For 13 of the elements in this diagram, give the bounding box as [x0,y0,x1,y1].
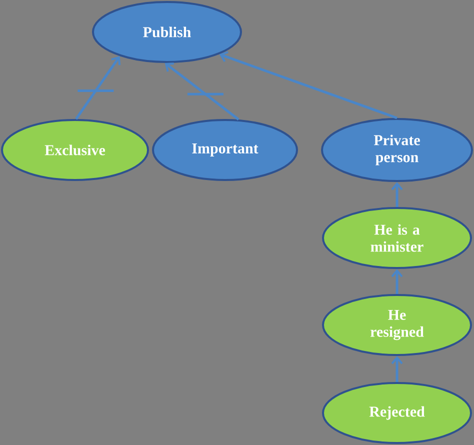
ellipse-node: Rejected [322,382,472,444]
ellipse-node: He is a minister [322,207,472,269]
ellipse-node: Important [152,119,298,181]
arrow [219,51,398,120]
arrow [391,182,403,207]
arrow [391,356,403,382]
arrow [75,56,121,120]
ellipse-node: Exclusive [1,119,149,181]
ellipse-node: He resigned [322,294,472,356]
arrow [391,269,403,294]
arrow [164,62,240,121]
ellipse-node: Publish [92,1,242,63]
ellipse-node: Private person [321,118,473,182]
